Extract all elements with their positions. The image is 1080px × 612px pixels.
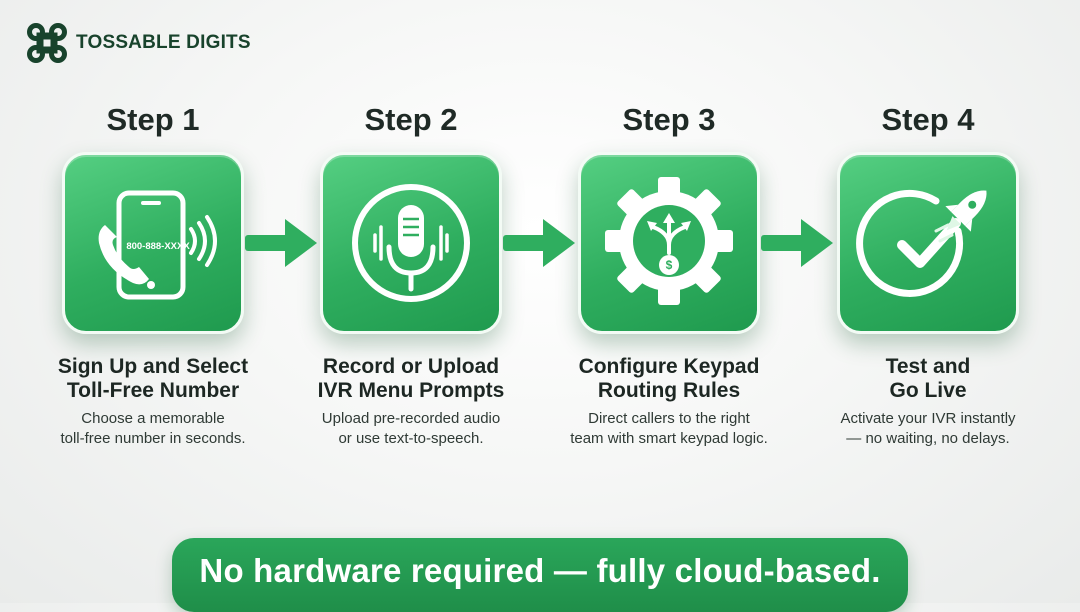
brand-name: TOSSABLE DIGITS [76, 32, 251, 53]
checkmark-rocket-icon [856, 189, 987, 297]
step-1-label: Step 1 [106, 102, 200, 137]
cloud-banner: No hardware required — fully cloud-based… [172, 538, 908, 612]
microphone-icon [352, 184, 470, 302]
step-2-description: Upload pre-recorded audio or use text-to… [321, 410, 501, 447]
command-key-icon [27, 23, 67, 63]
arrow-right-icon [245, 219, 317, 267]
brand-logo: TOSSABLE DIGITS [26, 22, 251, 64]
step-2-heading: Record or Upload IVR Menu Prompts [317, 355, 505, 402]
svg-text:$: $ [666, 258, 673, 272]
step-3-label: Step 3 [622, 102, 716, 137]
step-1-heading: Sign Up and Select Toll-Free Number [57, 355, 249, 402]
step-4-heading: Test and Go Live [885, 355, 971, 402]
step-4-description: Activate your IVR instantly — no waiting… [840, 410, 1016, 447]
step-4-label: Step 4 [881, 102, 975, 137]
gear-routing-icon: $ [605, 177, 733, 305]
smartphone-call-icon: 800-888-XXXX [98, 190, 217, 300]
step-2-label: Step 2 [364, 102, 458, 137]
step-3-heading: Configure Keypad Routing Rules [578, 355, 760, 402]
arrow-right-icon [503, 219, 575, 267]
step-4-tile [837, 152, 1019, 334]
step-3-tile: $ [578, 152, 760, 334]
step-1-description: Choose a memorable toll-free number in s… [60, 410, 246, 447]
banner-text: No hardware required — fully cloud-based… [199, 552, 881, 589]
step-2-tile [320, 152, 502, 334]
phone-number-text: 800-888-XXXX [126, 241, 190, 252]
step-1-tile: 800-888-XXXX [62, 152, 244, 334]
step-3-description: Direct callers to the right team with sm… [570, 410, 768, 447]
arrow-right-icon [761, 219, 833, 267]
